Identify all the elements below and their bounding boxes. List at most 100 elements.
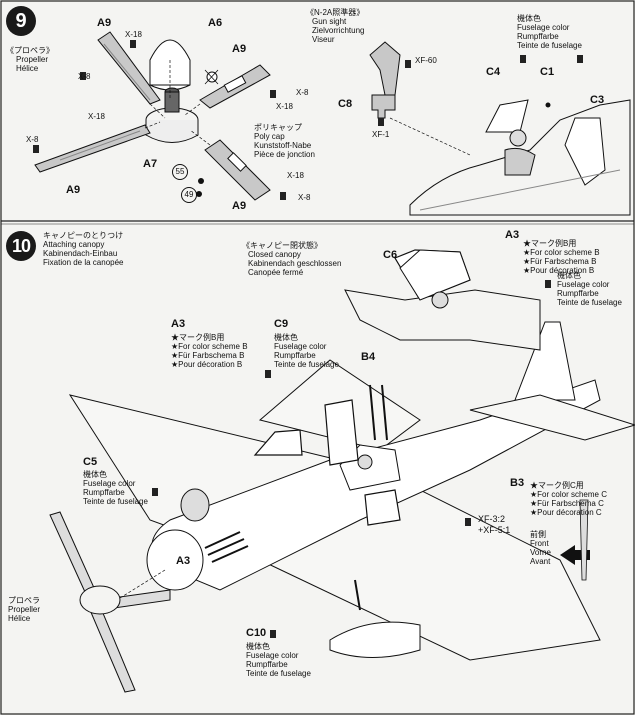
part-label: C3: [590, 94, 605, 106]
propeller-caption: 《プロペラ》 Propeller Hélice: [6, 46, 54, 73]
caption-line: ★Für Farbschema C: [530, 499, 604, 508]
attaching-canopy-caption: キャノピーのとりつけ Attaching canopy Kabinendach-…: [43, 231, 124, 267]
caption-line: ★For color scheme C: [530, 490, 607, 499]
caption-line: Kabinendach geschlossen: [248, 259, 342, 268]
caption-line: Hélice: [8, 614, 31, 623]
caption-line: Rumpffarbe: [517, 32, 559, 41]
paint-code: X-8: [26, 135, 39, 144]
part-label: C1: [540, 66, 555, 78]
scheme-c-caption: ★マーク例C用 ★For color scheme C ★Für Farbsch…: [530, 481, 607, 517]
caption-line: XF-3:2: [478, 514, 506, 524]
caption-line: Gun sight: [312, 17, 347, 26]
caption-line: Attaching canopy: [43, 240, 105, 249]
caption-line: ★マーク例B用: [523, 239, 577, 248]
paint-code: X-18: [276, 102, 293, 111]
caption-line: Zielvorrichtung: [312, 26, 365, 35]
caption-line: ★For color scheme B: [523, 248, 600, 257]
part-label: A6: [208, 17, 223, 29]
caption-line: キャノピーのとりつけ: [43, 231, 124, 240]
caption-line: 《N-2A照準器》: [306, 8, 365, 17]
caption-line: Teinte de fuselage: [517, 41, 582, 50]
part-label: A3: [171, 318, 186, 330]
polycap-caption: ポリキャップ Poly cap Kunststoff-Nabe Pièce de…: [254, 123, 315, 159]
caption-line: 機体色: [83, 470, 107, 479]
caption-line: Teinte de fuselage: [246, 669, 311, 678]
caption-line: 機体色: [246, 642, 270, 651]
caption-line: ★マーク例B用: [171, 333, 225, 342]
part-label: A9: [97, 17, 112, 29]
caption-line: ★Pour décoration B: [171, 360, 243, 369]
caption-line: 機体色: [557, 271, 581, 280]
fuselage-color-caption-c5: 機体色 Fuselage color Rumpffarbe Teinte de …: [83, 470, 148, 506]
part-label: C5: [83, 456, 98, 468]
propeller-caption-step10: プロペラ Propeller Hélice: [8, 596, 40, 623]
caption-line: Rumpffarbe: [274, 351, 316, 360]
caption-line: Hélice: [16, 64, 39, 73]
fuselage-color-caption-inset: 機体色 Fuselage color Rumpffarbe Teinte de …: [557, 271, 622, 307]
caption-line: Propeller: [8, 605, 41, 614]
caption-line: Vorne: [530, 548, 551, 557]
caption-line: Poly cap: [254, 132, 285, 141]
paint-code: X-18: [287, 171, 304, 180]
paint-code: XF-1: [372, 130, 390, 139]
caption-line: Kabinendach-Einbau: [43, 249, 118, 258]
part-label: C6: [383, 249, 398, 261]
scheme-b-caption-top: ★マーク例B用 ★For color scheme B ★Für Farbsch…: [523, 239, 600, 275]
caption-line: 機体色: [517, 14, 541, 23]
closed-canopy-inset: [344, 249, 541, 351]
caption-line: ★Für Farbschema B: [523, 257, 597, 266]
closed-canopy-caption: 《キャノピー閉状態》 Closed canopy Kabinendach ges…: [242, 241, 341, 277]
part-label: A9: [232, 200, 247, 212]
caption-line: 機体色: [274, 333, 298, 342]
part-label: C9: [274, 318, 289, 330]
caption-line: Front: [530, 539, 549, 548]
caption-line: Viseur: [312, 35, 335, 44]
cockpit-fuselage-drawing: [409, 99, 631, 216]
caption-line: 前側: [530, 530, 546, 539]
caption-line: Rumpffarbe: [246, 660, 288, 669]
paint-code: X-8: [296, 88, 309, 97]
paint-code: X-8: [78, 72, 91, 81]
caption-line: ★For color scheme B: [171, 342, 248, 351]
caption-line: Propeller: [16, 55, 49, 64]
part-label: A3: [505, 229, 520, 241]
paint-code: X-18: [88, 112, 105, 121]
gunsight-caption: 《N-2A照準器》 Gun sight Zielvorrichtung Vise…: [306, 8, 364, 44]
caption-line: Fuselage color: [83, 479, 136, 488]
part-label: A7: [143, 158, 158, 170]
fuselage-color-caption-c10: 機体色 Fuselage color Rumpffarbe Teinte de …: [246, 642, 311, 678]
propeller-drawing-step10: [49, 511, 171, 693]
step-10-badge: 10: [6, 231, 36, 261]
caption-line: Pièce de jonction: [254, 150, 315, 159]
gun-sight-drawing: [369, 41, 401, 119]
scheme-b-caption-mid: ★マーク例B用 ★For color scheme B ★Für Farbsch…: [171, 333, 248, 369]
step-ref-badge: 49: [181, 187, 197, 203]
caption-line: Fuselage color: [557, 280, 610, 289]
propeller-assembly-drawing: [34, 31, 271, 201]
caption-line: Avant: [530, 557, 551, 566]
part-label: A9: [66, 184, 81, 196]
step-ref-badge: 55: [172, 164, 188, 180]
part-label: C4: [486, 66, 501, 78]
part-label: C8: [338, 98, 353, 110]
caption-line: Teinte de fuselage: [83, 497, 148, 506]
caption-line: +XF-5:1: [478, 525, 511, 535]
paint-markers: [33, 40, 583, 638]
fuselage-color-caption-9: 機体色 Fuselage color Rumpffarbe Teinte de …: [517, 14, 582, 50]
caption-line: Fuselage color: [517, 23, 570, 32]
caption-line: 《プロペラ》: [6, 46, 54, 55]
caption-line: ★Pour décoration B: [523, 266, 595, 275]
caption-line: Fuselage color: [246, 651, 299, 660]
step-9-badge: 9: [6, 6, 36, 36]
part-label: A9: [232, 43, 247, 55]
paint-code: X-8: [298, 193, 311, 202]
caption-line: Rumpffarbe: [83, 488, 125, 497]
caption-line: ポリキャップ: [254, 123, 302, 132]
caption-line: プロペラ: [8, 596, 40, 605]
part-label: B3: [510, 477, 525, 489]
fuselage-color-caption-c9: 機体色 Fuselage color Rumpffarbe Teinte de …: [274, 333, 339, 369]
caption-line: Kunststoff-Nabe: [254, 141, 312, 150]
caption-line: ★Pour décoration C: [530, 508, 602, 517]
